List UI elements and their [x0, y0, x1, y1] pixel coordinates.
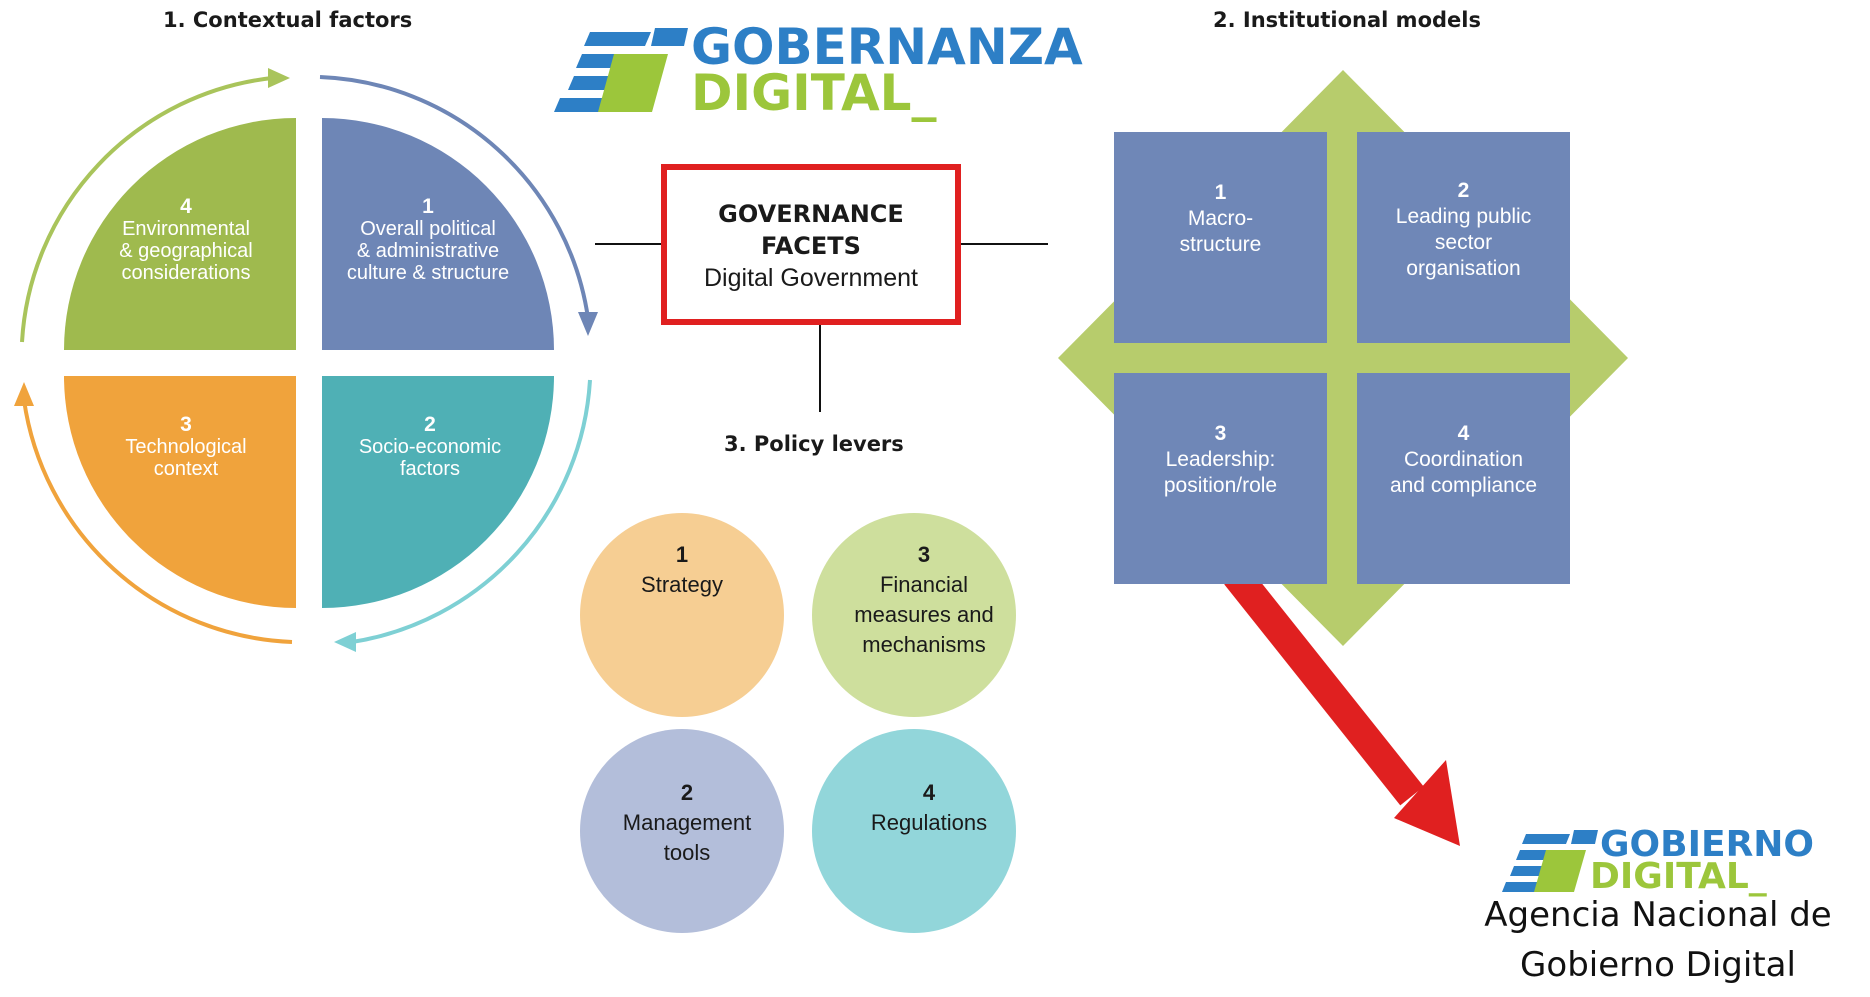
lever-3-line-3: mechanisms: [862, 632, 986, 657]
box-2-line-2: sector: [1434, 231, 1493, 254]
agency-name: Agencia Nacional de Gobierno Digital: [1448, 890, 1868, 990]
lever-circle-management: [580, 729, 784, 933]
lever-1-label: 1 Strategy: [612, 540, 752, 600]
policy-levers-title: 3. Policy levers: [724, 432, 904, 456]
quadrant-2-label: 2 Socio-economic factors: [330, 413, 530, 481]
lever-2-line-1: Management: [622, 810, 752, 835]
quadrant-2-shape: [322, 376, 554, 608]
lever-3-line-2: measures and: [854, 602, 994, 627]
policy-circles: [580, 513, 1016, 933]
institutional-box-3: 3 Leadership: position/role: [1114, 373, 1327, 584]
quadrant-4-number: 4: [180, 195, 192, 218]
box-2-number: 2: [1457, 179, 1470, 202]
quadrant-1-line-2: & administrative: [356, 240, 500, 262]
box-4-number: 4: [1457, 422, 1470, 445]
lever-2-number: 2: [680, 780, 694, 805]
quadrant-3-shape: [64, 376, 296, 608]
arrow-head-down-icon: [578, 312, 598, 336]
box-3-number: 3: [1214, 422, 1227, 445]
gobernanza-logo-mark: [554, 28, 688, 112]
quadrant-3-number: 3: [180, 413, 192, 436]
box-1-line-2: structure: [1179, 233, 1262, 256]
logo-top-line-1: GOBERNANZA: [691, 18, 1083, 76]
lever-4-line-1: Regulations: [870, 810, 988, 835]
box-4-line-2: and compliance: [1389, 474, 1538, 497]
lever-circle-financial: [812, 513, 1016, 717]
arrow-head-left-icon: [334, 632, 356, 652]
agency-line-1: Agencia Nacional de: [1484, 895, 1832, 935]
lever-4-number: 4: [922, 780, 936, 805]
box-2-line-1: Leading public: [1395, 205, 1532, 228]
box-2-line-3: organisation: [1406, 257, 1521, 280]
logo-bottom-line-1: GOBIERNO: [1600, 824, 1815, 865]
quadrant-4-line-2: & geographical: [119, 240, 253, 262]
contextual-wheel: [14, 68, 598, 652]
lever-3-line-1: Financial: [879, 572, 969, 597]
cycle-arrow-top-left: [20, 76, 273, 343]
quadrant-1-shape: [322, 118, 554, 350]
lever-1-number: 1: [675, 542, 689, 567]
lever-3-number: 3: [917, 542, 931, 567]
box-4-line-1: Coordination: [1403, 448, 1524, 471]
contextual-factors-title: 1. Contextual factors: [163, 8, 413, 32]
governance-facets-box: GOVERNANCE FACETS Digital Government: [661, 164, 961, 325]
quadrant-1-number: 1: [422, 195, 434, 218]
institutional-box-2: 2 Leading public sector organisation: [1357, 132, 1570, 343]
quadrant-3-label: 3 Technological context: [96, 413, 276, 481]
quadrant-2-line-2: factors: [399, 458, 461, 480]
quadrant-2-number: 2: [424, 413, 436, 436]
cycle-arrow-bottom-right: [351, 379, 592, 644]
quadrant-1-line-1: Overall political: [360, 218, 496, 240]
facets-line-3: Digital Government: [704, 264, 918, 292]
cycle-arrow-top-right: [319, 75, 590, 319]
lever-4-label: 4 Regulations: [854, 778, 1004, 838]
box-3-line-1: Leadership:: [1165, 448, 1276, 471]
quadrant-3-line-1: Technological: [125, 436, 247, 458]
gobierno-logo-mark: [1502, 830, 1598, 892]
quadrant-3-line-2: context: [153, 458, 219, 480]
facets-line-1: GOVERNANCE: [718, 200, 904, 228]
facets-line-2: FACETS: [761, 232, 861, 260]
institutional-models-title: 2. Institutional models: [1213, 8, 1481, 32]
quadrant-1-line-3: culture & structure: [346, 262, 510, 284]
quadrant-4-label: 4 Environmental & geographical considera…: [86, 195, 286, 285]
lever-3-label: 3 Financial measures and mechanisms: [834, 540, 1014, 660]
box-1-number: 1: [1214, 181, 1227, 204]
institutional-box-1: 1 Macro- structure: [1114, 132, 1327, 343]
arrow-head-right-icon: [268, 68, 290, 88]
quadrant-2-line-1: Socio-economic: [358, 436, 502, 458]
lever-1-line-1: Strategy: [641, 572, 723, 597]
box-3-line-2: position/role: [1163, 474, 1278, 497]
quadrant-4-line-3: considerations: [121, 262, 251, 284]
lever-2-label: 2 Management tools: [612, 778, 762, 868]
quadrant-1-label: 1 Overall political & administrative cul…: [322, 195, 534, 285]
lever-2-line-2: tools: [663, 840, 711, 865]
logo-bottom-line-2: DIGITAL_: [1590, 856, 1767, 897]
red-arrow-icon: [1224, 565, 1460, 846]
box-1-line-1: Macro-: [1187, 207, 1254, 230]
agency-line-2: Gobierno Digital: [1520, 945, 1796, 985]
logo-top-line-2: DIGITAL_: [691, 64, 937, 122]
lever-circle-regulations: [812, 729, 1016, 933]
quadrant-4-line-1: Environmental: [122, 218, 250, 240]
cycle-arrow-bottom-left: [22, 399, 293, 644]
arrow-head-up-icon: [14, 382, 34, 406]
institutional-box-4: 4 Coordination and compliance: [1357, 373, 1570, 584]
lever-circle-strategy: [580, 513, 784, 717]
quadrant-4-shape: [64, 118, 296, 350]
